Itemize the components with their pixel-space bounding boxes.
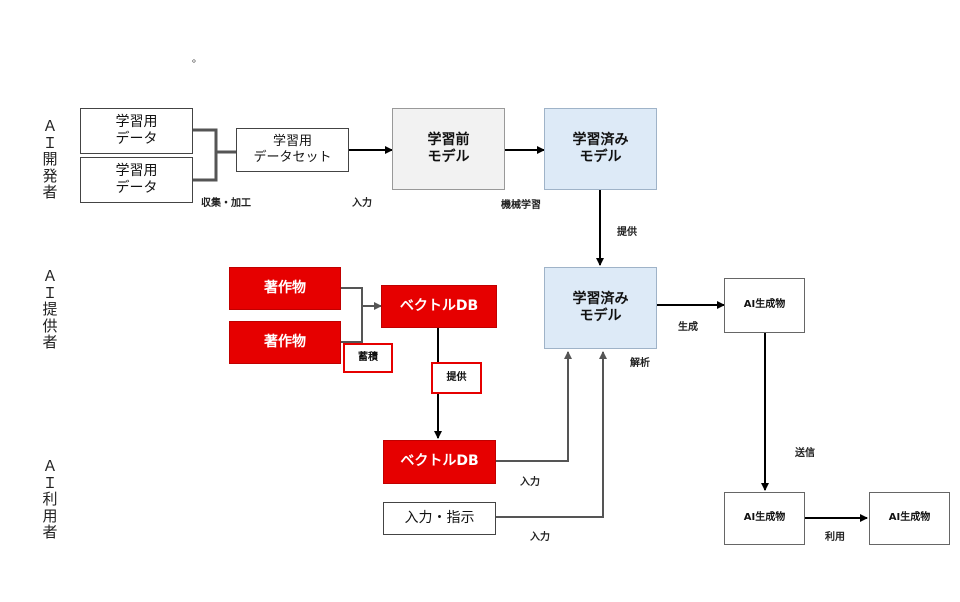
label-send: 送信: [795, 448, 815, 459]
label-accumulate: 蓄積: [343, 343, 393, 373]
label-use: 利用: [825, 532, 845, 543]
node-training-data-2: 学習用 データ: [80, 157, 193, 203]
edge-vectordb-input: [496, 351, 572, 462]
node-ai-output-user: AI生成物: [724, 492, 805, 545]
node-pretrain-model: 学習前 モデル: [392, 108, 505, 190]
edge-data-merge: [193, 128, 236, 182]
label-input-1: 入力: [352, 198, 372, 209]
row-label-user: Ａ Ｉ 利 用 者: [42, 457, 58, 541]
label-machine-learning: 機械学習: [501, 200, 541, 211]
label-provide-1: 提供: [617, 227, 637, 238]
edge-works-merge: [341, 287, 363, 343]
node-vector-db-user: ベクトルDB: [383, 440, 496, 484]
node-training-dataset: 学習用 データセット: [236, 128, 349, 172]
edge-instruction-input: [496, 351, 607, 518]
node-trained-model-dev: 学習済み モデル: [544, 108, 657, 190]
row-label-provider: Ａ Ｉ 提 供 者: [42, 267, 58, 351]
label-generate: 生成: [678, 322, 698, 333]
node-input-instruction: 入力・指示: [383, 502, 496, 535]
node-trained-model-provider: 学習済み モデル: [544, 267, 657, 349]
node-copyright-work-1: 著作物: [229, 267, 341, 310]
label-input-2: 入力: [520, 477, 540, 488]
label-provide-2: 提供: [431, 362, 482, 394]
node-ai-output-final: AI生成物: [869, 492, 950, 545]
node-vector-db-provider: ベクトルDB: [381, 285, 497, 328]
node-training-data-1: 学習用 データ: [80, 108, 193, 154]
label-collect-process: 収集・加工: [201, 198, 251, 209]
label-input-3: 入力: [530, 532, 550, 543]
row-label-developer: Ａ Ｉ 開 発 者: [42, 117, 58, 201]
node-ai-output-provider: AI生成物: [724, 278, 805, 333]
node-copyright-work-2: 著作物: [229, 321, 341, 364]
stray-mark: 。: [192, 54, 202, 65]
label-analyze: 解析: [630, 358, 650, 369]
